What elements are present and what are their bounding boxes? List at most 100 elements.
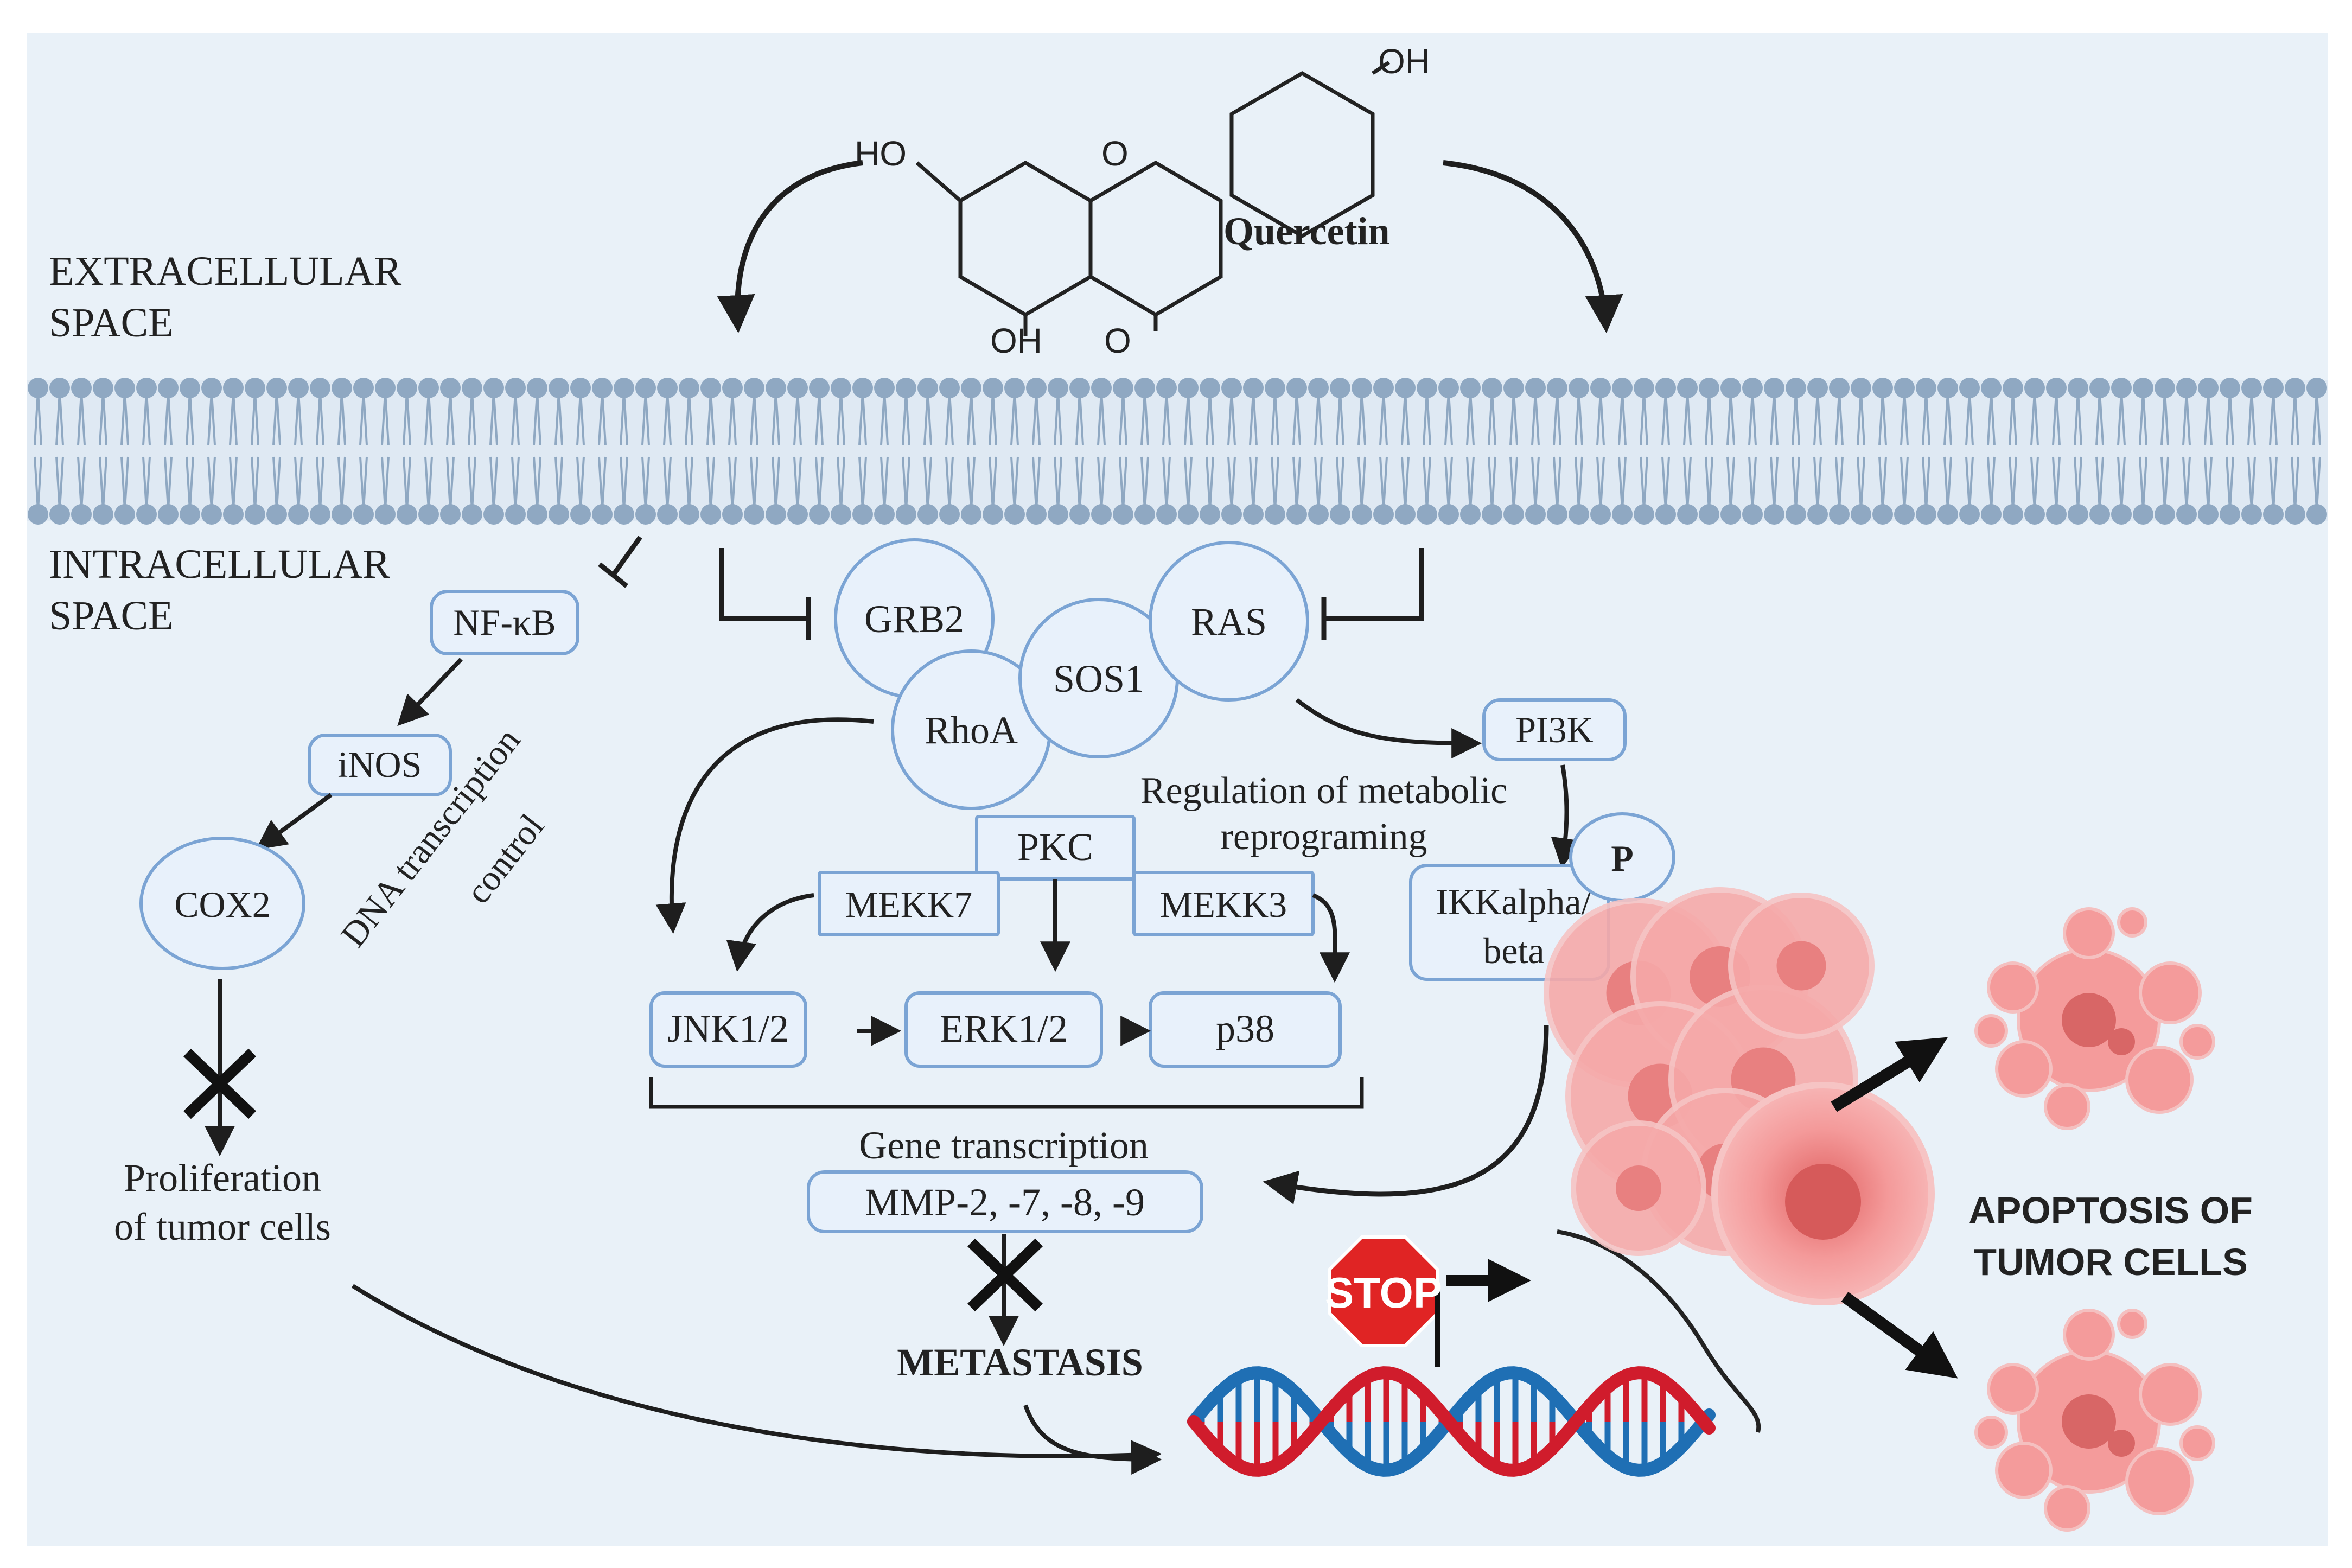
lipid-tail [1252,391,1258,445]
lipid-head [831,504,851,525]
inos-label: iNOS [338,744,422,785]
lipid-tail [688,456,693,511]
lipid-head [1894,504,1915,525]
lipid-tail [1534,456,1540,511]
lipid-head [1959,378,1980,398]
lipid-tail [1860,456,1865,511]
arrow-mekk7-jnk [726,893,814,972]
mmp-node [807,1170,1203,1233]
lipid-head [1178,504,1199,525]
phosphate-label: P [1611,838,1634,879]
lipid-tail [2120,391,2126,445]
lipid-tail [297,456,303,511]
lipid-head [1243,378,1264,398]
lipid-tail [80,391,86,445]
lipid-head [28,504,48,525]
block-cross-left [183,1048,256,1119]
lipid-tail [1448,391,1453,445]
lipid-tail [1317,456,1323,511]
lipid-head [1634,504,1654,525]
tumor-nucleus [1776,941,1826,991]
lipid-head [2046,378,2067,398]
lipid-tail [731,391,737,445]
lipid-tail [2207,456,2213,511]
lipid-head [1742,504,1763,525]
oh-top-label: OH [1378,42,1430,81]
lipid-tail [1860,391,1865,445]
lipid-tail [1968,456,1974,511]
lipid-head [1981,378,2002,398]
lipid-head [245,504,265,525]
arrow-metastasis-dna [1023,1404,1162,1475]
lipid-head [136,378,157,398]
lipid-head [1677,378,1698,398]
lipid-tail [1209,456,1214,511]
lipid-head [483,378,504,398]
lipid-head [2024,504,2045,525]
lipid-head [1677,504,1698,525]
apoptotic-body [1995,1442,2053,1499]
lipid-head [158,504,179,525]
o-ring-label: O [1101,134,1129,173]
lipid-head [180,504,200,525]
lipid-head [2068,504,2088,525]
lipid-head [527,504,547,525]
nfkb-label: NF-κB [453,602,556,643]
lipid-tail [2099,456,2104,511]
lipid-head [614,504,634,525]
lipid-head [1373,504,1394,525]
mekk7-label: MEKK7 [845,884,972,925]
lipid-head [1786,504,1806,525]
lipid-tail [1014,391,1019,445]
lipid-head [570,378,591,398]
lipid-head [462,378,482,398]
arrow-nfkb-inos [397,658,463,726]
lipid-head [831,378,851,398]
intracellular-label-2: SPACE [49,593,174,639]
lipid-head [1113,378,1133,398]
lipid-tail [1556,456,1561,511]
lipid-head [614,378,634,398]
lipid-tail [471,456,476,511]
lipid-tail [2251,391,2256,445]
arrow-proliferation-dna [351,1284,1162,1471]
lipid-head [1634,378,1654,398]
lipid-head [1352,504,1372,525]
lipid-head [570,504,591,525]
apoptosis-label: APOPTOSIS OF [1968,1189,2253,1232]
lipid-tail [232,456,238,511]
cell-membrane [27,378,2328,525]
lipid-tail [37,391,42,445]
lipid-tail [1947,391,1952,445]
lipid-tail [753,391,758,445]
lipid-tail [1882,456,1887,511]
lipid-head [1048,378,1068,398]
lipid-tail [731,456,737,511]
lipid-tail [1925,391,1930,445]
lipid-tail [384,391,390,445]
lipid-head [1243,504,1264,525]
lipid-head [1004,504,1025,525]
lipid-head [1764,378,1784,398]
lipid-head [1937,504,1958,525]
lipid-tail [1751,391,1757,445]
lipid-tail [124,391,129,445]
tumor-main-nucleus [1785,1164,1861,1240]
lipid-tail [1686,391,1692,445]
arrow-rhoa-jnk [655,717,874,934]
lipid-head [1134,378,1155,398]
lipid-head [1720,378,1741,398]
lipid-head [1200,504,1220,525]
apoptotic-body [2125,1447,2194,1515]
lipid-tail [189,391,194,445]
lipid-tail [2185,391,2191,445]
lipid-head [1395,378,1416,398]
lipid-tail [1382,456,1388,511]
lipid-head [1503,504,1524,525]
apoptotic-body [1974,1416,2008,1449]
lipid-head [700,504,721,525]
lipid-tail [840,391,845,445]
lipid-tail [1231,456,1236,511]
lipid-head [1438,378,1459,398]
ikk-label-2: beta [1483,930,1544,971]
